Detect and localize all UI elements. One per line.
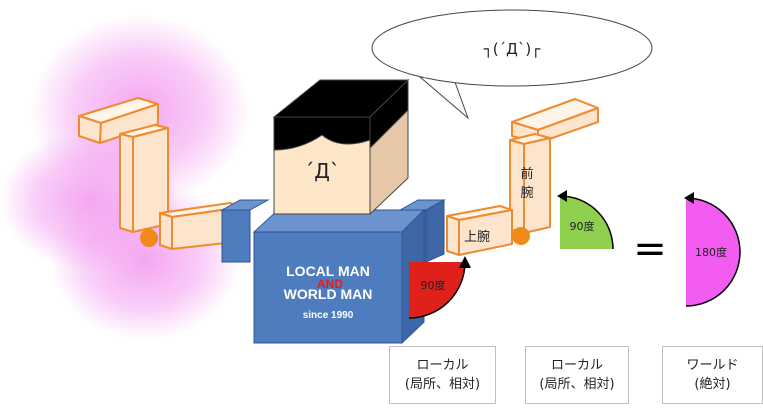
label-box-world: ワールド (絶対) — [662, 346, 763, 404]
speech-bubble: ┐(´Д`)┌ — [371, 9, 653, 120]
shirt-line2: WORLD MAN — [284, 286, 373, 302]
equals-sign: = — [633, 226, 667, 272]
right-arm — [446, 98, 599, 256]
upper-arm-label: 上腕 — [464, 229, 490, 245]
shirt — [220, 199, 446, 345]
label-box-local-2: ローカル (局所、相対) — [525, 346, 629, 404]
left-arm — [78, 97, 244, 250]
label-box-local-2-subtitle: (局所、相対) — [539, 377, 615, 392]
label-box-local-1-subtitle: (局所、相対) — [404, 377, 481, 392]
label-box-local-1-title: ローカル — [416, 358, 469, 373]
elbow-angle-label: 90度 — [570, 219, 595, 233]
label-box-local-2-title: ローカル — [550, 358, 603, 373]
face: ´Д` — [304, 159, 340, 183]
shirt-since: since 1990 — [303, 310, 354, 321]
speech-bubble-text: ┐(´Д`)┌ — [483, 40, 541, 58]
shirt-line1: LOCAL MAN — [286, 263, 370, 279]
forearm-label-1: 前 — [520, 166, 533, 182]
label-box-world-subtitle: (絶対) — [694, 377, 731, 392]
left-elbow-joint — [140, 229, 158, 247]
green-angle-sector — [557, 190, 614, 250]
world-angle-label: 180度 — [695, 245, 727, 259]
shirt-and: AND — [317, 277, 343, 291]
red-angle-sector — [408, 256, 471, 319]
head — [272, 78, 410, 216]
label-box-world-title: ワールド — [686, 358, 739, 373]
shoulder-angle-label: 90度 — [421, 278, 446, 292]
right-elbow-joint — [512, 227, 530, 245]
magenta-angle-sector — [684, 192, 741, 307]
label-box-local-1: ローカル (局所、相対) — [389, 346, 496, 404]
forearm-label-2: 腕 — [520, 185, 533, 201]
